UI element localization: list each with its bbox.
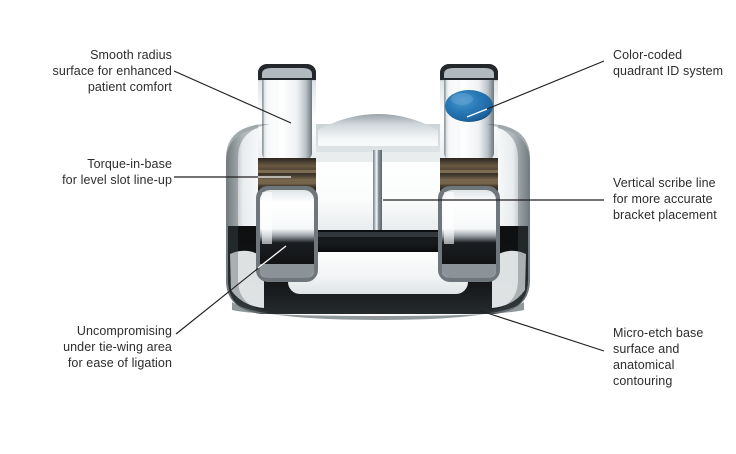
vertical-scribe-line xyxy=(373,150,382,234)
upper-left-tie-wing xyxy=(258,64,316,194)
callout-vertical-scribe-line: Vertical scribe line for more accurate b… xyxy=(613,176,717,222)
quadrant-id-dot xyxy=(445,90,493,122)
callout-torque-in-base: Torque-in-base for level slot line-up xyxy=(62,157,172,187)
lower-right-tie-wing xyxy=(438,186,500,282)
upper-right-tie-wing xyxy=(440,64,498,194)
orthodontic-bracket-image xyxy=(218,58,538,326)
callout-micro-etch-base: Micro-etch base surface and anatomical c… xyxy=(613,326,704,388)
archwire-slot xyxy=(310,230,446,252)
callout-uncompromising-tie-wing: Uncompromising under tie-wing area for e… xyxy=(63,324,172,370)
lower-left-tie-wing xyxy=(256,186,318,282)
callout-smooth-radius: Smooth radius surface for enhanced patie… xyxy=(52,48,172,94)
callout-color-coded-quadrant: Color-coded quadrant ID system xyxy=(613,48,724,78)
